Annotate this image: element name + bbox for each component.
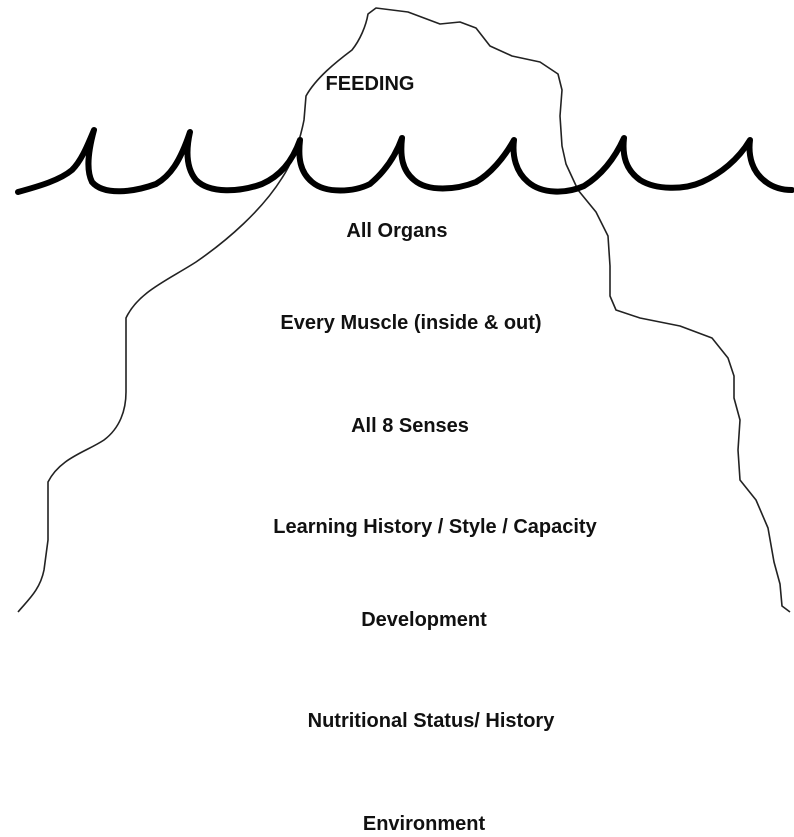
label-environment: Environment	[27, 812, 794, 836]
label-all-organs: All Organs	[0, 219, 794, 243]
label-every-muscle: Every Muscle (inside & out)	[14, 311, 794, 335]
water-waves	[18, 130, 792, 192]
label-nutritional-status: Nutritional Status/ History	[34, 709, 794, 733]
tip-label-feeding: FEEDING	[0, 72, 767, 96]
label-development: Development	[27, 608, 794, 632]
label-all-8-senses: All 8 Senses	[13, 414, 794, 438]
label-learning-history: Learning History / Style / Capacity	[38, 515, 794, 539]
